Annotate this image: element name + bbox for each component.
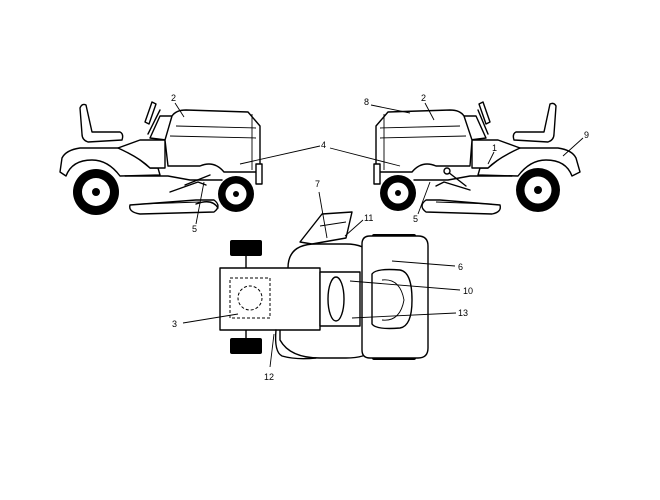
front-tire-top-upper	[230, 240, 262, 256]
callout-13: 13	[458, 308, 468, 318]
seat-left	[79, 103, 124, 143]
steering-wheel-right	[478, 101, 491, 125]
steering-column-right	[477, 109, 489, 135]
leader-lines	[174, 102, 584, 368]
chassis-right	[471, 139, 521, 169]
front-tire-top-lower	[230, 338, 262, 354]
tractor-right-side-view	[373, 101, 581, 215]
callout-labels: 2 4 5 8 2 9 1 5 7 11 6 10 3 13 12	[171, 93, 589, 382]
chassis-left	[117, 139, 166, 169]
callout-7: 7	[315, 179, 320, 189]
callout-12: 12	[264, 372, 274, 382]
steering-wheel-left	[144, 101, 157, 125]
steering-column-left	[147, 109, 161, 135]
hood-right	[375, 109, 473, 173]
callout-6: 6	[458, 262, 463, 272]
callout-9: 9	[584, 130, 589, 140]
tractor-top-view	[219, 211, 429, 360]
seat-right	[512, 102, 557, 143]
callout-4: 4	[321, 140, 326, 150]
hood-left	[164, 109, 261, 173]
tractor-left-side-view	[59, 101, 263, 215]
callout-2-left: 2	[171, 93, 176, 103]
callout-10: 10	[463, 286, 473, 296]
mower-deck-right	[421, 199, 502, 215]
callout-2-right: 2	[421, 93, 426, 103]
callout-3: 3	[172, 319, 177, 329]
steering-wheel-top	[327, 276, 345, 322]
callout-8: 8	[364, 97, 369, 107]
callout-5-right: 5	[413, 214, 418, 224]
callout-11: 11	[364, 213, 373, 223]
discharge-chute	[299, 211, 353, 245]
seat-top	[371, 268, 413, 330]
callout-1: 1	[492, 143, 497, 153]
callout-5-left: 5	[192, 224, 197, 234]
